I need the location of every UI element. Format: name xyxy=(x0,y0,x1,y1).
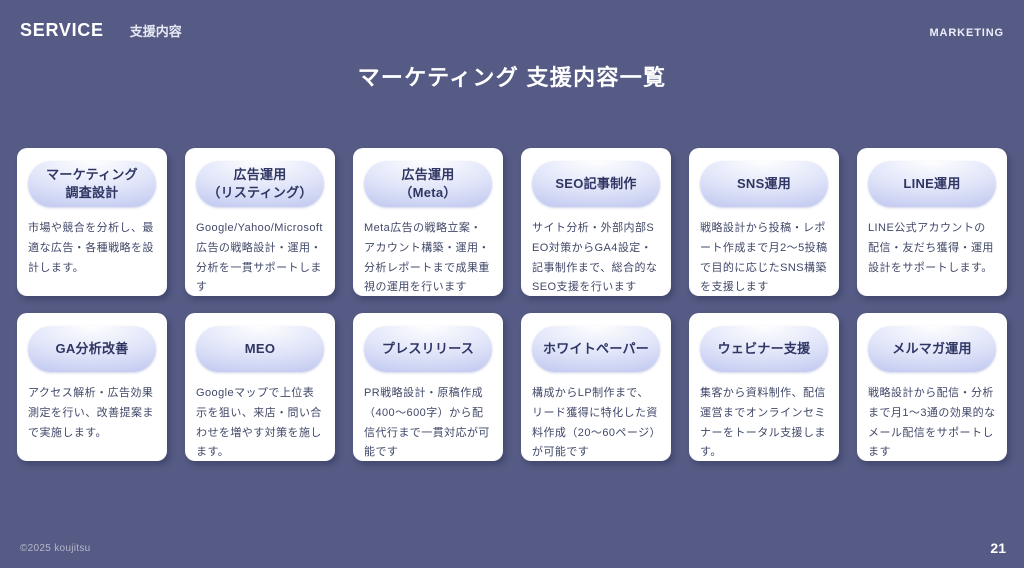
page-number: 21 xyxy=(990,540,1006,556)
card-description: Google/Yahoo/Microsoft広告の戦略設計・運用・分析を一貫サポ… xyxy=(196,222,323,294)
brand-label: SERVICE xyxy=(20,20,104,40)
card-title-pill: SNS運用 xyxy=(700,161,828,207)
card-title-pill: プレスリリース xyxy=(364,326,492,372)
service-card-seo-articles: SEO記事制作 サイト分析・外部内部SEO対策からGA4設定・記事制作まで、総合… xyxy=(521,148,671,296)
service-card-line: LINE運用 LINE公式アカウントの配信・友だち獲得・運用設計をサポートします… xyxy=(857,148,1007,296)
card-title: メルマガ運用 xyxy=(892,341,972,357)
card-title-pill: マーケティング 調査設計 xyxy=(28,161,156,207)
card-description: アクセス解析・広告効果測定を行い、改善提案まで実施します。 xyxy=(28,387,154,439)
card-title-pill: LINE運用 xyxy=(868,161,996,207)
card-description: PR戦略設計・原稿作成（400〜600字）から配信代行まで一貫対応が可能です xyxy=(364,387,490,459)
card-description: 市場や競合を分析し、最適な広告・各種戦略を設計します。 xyxy=(28,222,154,274)
service-card-ga-analysis: GA分析改善 アクセス解析・広告効果測定を行い、改善提案まで実施します。 xyxy=(17,313,167,461)
service-card-mailmagazine: メルマガ運用 戦略設計から配信・分析まで月1〜3通の効果的なメール配信をサポート… xyxy=(857,313,1007,461)
card-description: サイト分析・外部内部SEO対策からGA4設定・記事制作まで、総合的なSEO支援を… xyxy=(532,222,658,294)
card-title-pill: ウェビナー支援 xyxy=(700,326,828,372)
card-description: 集客から資料制作、配信運営までオンラインセミナーをトータル支援します。 xyxy=(700,387,826,459)
service-card-listing-ads: 広告運用 （リスティング） Google/Yahoo/Microsoft広告の戦… xyxy=(185,148,335,296)
card-title: ホワイトペーパー xyxy=(543,341,649,357)
service-card-meo: MEO Googleマップで上位表示を狙い、来店・問い合わせを増やす対策を施しま… xyxy=(185,313,335,461)
card-title: 広告運用 （リスティング） xyxy=(207,167,313,200)
card-title: MEO xyxy=(244,341,276,357)
card-title: ウェビナー支援 xyxy=(717,341,811,357)
card-title-pill: ホワイトペーパー xyxy=(532,326,660,372)
service-card-press-release: プレスリリース PR戦略設計・原稿作成（400〜600字）から配信代行まで一貫対… xyxy=(353,313,503,461)
card-description: LINE公式アカウントの配信・友だち獲得・運用設計をサポートします。 xyxy=(868,222,994,274)
header-category-tag: MARKETING xyxy=(929,27,1004,39)
card-title-pill: メルマガ運用 xyxy=(868,326,996,372)
card-title: LINE運用 xyxy=(903,176,961,192)
copyright: ©2025 koujitsu xyxy=(20,543,91,554)
service-card-webinar: ウェビナー支援 集客から資料制作、配信運営までオンラインセミナーをトータル支援し… xyxy=(689,313,839,461)
card-title: SNS運用 xyxy=(736,176,792,192)
card-description: 戦略設計から配信・分析まで月1〜3通の効果的なメール配信をサポートします xyxy=(868,387,996,459)
page-title: マーケティング 支援内容一覧 xyxy=(357,65,667,90)
card-title-pill: SEO記事制作 xyxy=(532,161,660,207)
card-title: GA分析改善 xyxy=(55,341,129,357)
service-card-grid: マーケティング 調査設計 市場や競合を分析し、最適な広告・各種戦略を設計します。… xyxy=(17,148,1007,461)
card-title: マーケティング 調査設計 xyxy=(46,167,138,200)
card-title-pill: 広告運用 （Meta） xyxy=(364,161,492,207)
card-description: Meta広告の戦略立案・アカウント構築・運用・分析レポートまで成果重視の運用を行… xyxy=(364,222,490,294)
service-card-meta-ads: 広告運用 （Meta） Meta広告の戦略立案・アカウント構築・運用・分析レポー… xyxy=(353,148,503,296)
card-title-pill: MEO xyxy=(196,326,324,372)
card-title: プレスリリース xyxy=(381,341,475,357)
header-subtitle: 支援内容 xyxy=(129,24,182,39)
card-description: 戦略設計から投稿・レポート作成まで月2〜5投稿で目的に応じたSNS構築を支援しま… xyxy=(700,222,828,294)
card-title-pill: 広告運用 （リスティング） xyxy=(196,161,324,207)
card-title: SEO記事制作 xyxy=(555,176,637,192)
service-card-sns: SNS運用 戦略設計から投稿・レポート作成まで月2〜5投稿で目的に応じたSNS構… xyxy=(689,148,839,296)
service-card-whitepaper: ホワイトペーパー 構成からLP制作まで、リード獲得に特化した資料作成（20〜60… xyxy=(521,313,671,461)
card-description: 構成からLP制作まで、リード獲得に特化した資料作成（20〜60ページ）が可能です xyxy=(532,387,658,459)
card-title-pill: GA分析改善 xyxy=(28,326,156,372)
card-description: Googleマップで上位表示を狙い、来店・問い合わせを増やす対策を施します。 xyxy=(196,387,322,459)
service-card-marketing-research: マーケティング 調査設計 市場や競合を分析し、最適な広告・各種戦略を設計します。 xyxy=(17,148,167,296)
slide-header: SERVICE 支援内容 MARKETING xyxy=(20,20,1004,41)
card-title: 広告運用 （Meta） xyxy=(399,167,457,200)
